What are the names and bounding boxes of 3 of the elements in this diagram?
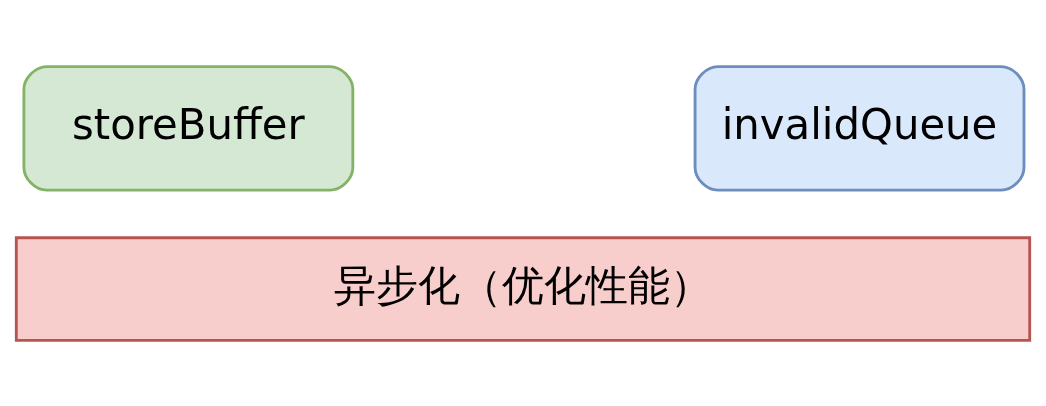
node-box: invalidQueue: [693, 64, 1026, 192]
node-box: 异步化（优化性能）: [14, 235, 1032, 342]
node-box: storeBuffer: [22, 64, 355, 192]
